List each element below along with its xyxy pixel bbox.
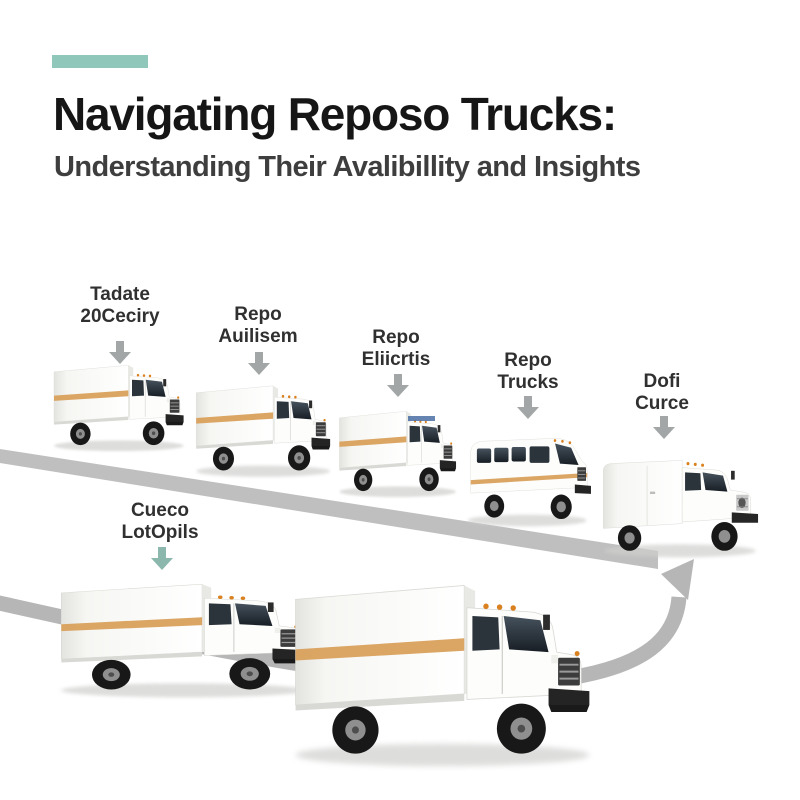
down-arrow-icon <box>387 374 409 398</box>
truck-3-lightbar <box>408 416 435 421</box>
truck-label-line2: Curce <box>635 393 689 414</box>
truck-label-line2: LotOpils <box>121 522 199 543</box>
truck-box-6 <box>61 584 306 697</box>
truck-label-line1: Cueco <box>130 500 190 521</box>
accent-bar <box>52 55 148 68</box>
truck-label-line1: Repo <box>372 327 420 348</box>
truck-shuttle-van <box>468 438 591 526</box>
truck-box-7 <box>296 585 590 766</box>
down-arrow-icon <box>653 416 675 440</box>
truck-label-auilisem: Repo Auilisem <box>218 304 297 348</box>
down-arrow-icon <box>248 352 270 376</box>
truck-label-tadate: Tadate 20Ceciry <box>80 284 159 328</box>
truck-label-line1: Repo <box>234 304 282 325</box>
truck-label-line1: Tadate <box>90 284 150 305</box>
truck-box-2 <box>196 386 330 477</box>
truck-label-repo-trucks: Repo Trucks <box>497 350 558 394</box>
page-title: Navigating Reposo Trucks: <box>53 88 617 140</box>
down-arrow-icon <box>109 341 131 365</box>
page-subtitle: Understanding Their Avalibillity and Ins… <box>54 151 641 183</box>
truck-label-line1: Dofi <box>643 371 681 392</box>
down-arrow-teal-icon <box>151 547 173 571</box>
truck-label-line2: Eliicrtis <box>361 349 431 370</box>
road-upper <box>0 449 658 569</box>
flow-arrowhead <box>661 559 694 600</box>
truck-label-line1: Repo <box>504 350 552 371</box>
truck-box-1 <box>54 365 184 451</box>
truck-label-dofi-curce: Dofi Curce <box>635 371 689 415</box>
truck-label-line2: 20Ceciry <box>80 306 160 327</box>
truck-label-line2: Trucks <box>497 372 559 393</box>
truck-label-cueco: Cueco LotOpils <box>121 500 198 544</box>
truck-label-eliicrtis: Repo Eliicrtis <box>362 327 431 371</box>
truck-box-3 <box>339 411 456 497</box>
down-arrow-icon <box>517 396 539 420</box>
truck-panel-van <box>603 460 758 557</box>
truck-label-line2: Auilisem <box>218 326 298 347</box>
